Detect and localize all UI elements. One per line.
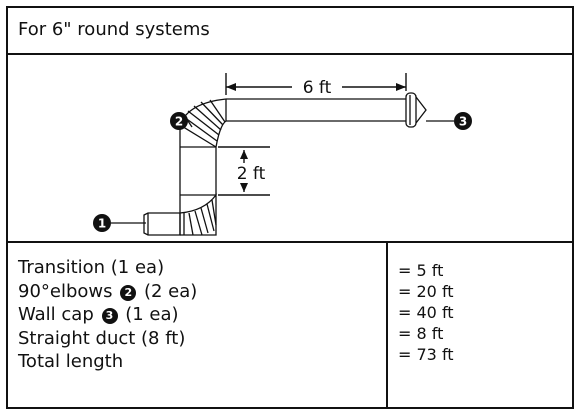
horizontal-dimension-label: 6 ft [303, 78, 332, 98]
component-row: Transition (1 ea) [18, 257, 165, 278]
component-row: Straight duct (8 ft) [18, 327, 186, 349]
title-row: For 6" round systems [8, 8, 572, 55]
table-title: For 6" round systems [18, 19, 210, 40]
component-row: Wall cap 3 (1 ea) [18, 304, 179, 325]
callout-1: 1 [93, 214, 111, 232]
horizontal-dimension [225, 73, 407, 95]
component-row: 90°elbows 2 (2 ea) [18, 280, 198, 302]
callout-3: 3 [454, 112, 472, 130]
vertical-dimension-label: 2 ft [237, 164, 266, 184]
total-value-cell: = 73 ft [398, 345, 454, 364]
components-table: Transition (1 ea) 90°elbows 2 (2 ea) Wal… [8, 243, 572, 409]
duct-diagram-panel: 6 ft 2 ft 1 [8, 55, 572, 243]
svg-text:2: 2 [175, 115, 183, 129]
callout-badge: 3 [101, 308, 118, 324]
component-column: Transition (1 ea) 90°elbows 2 (2 ea) Wal… [8, 243, 388, 409]
vertical-dimension [218, 146, 270, 196]
callout-badge: 2 [120, 284, 137, 301]
upper-elbow [179, 98, 227, 148]
value-cell: = 40 ft [398, 303, 454, 322]
wall-cap [405, 92, 427, 128]
transition-piece [143, 212, 181, 236]
svg-text:3: 3 [459, 115, 467, 129]
total-row: Total length [18, 351, 124, 372]
vent-length-table: For 6" round systems [6, 6, 574, 409]
value-list: = 5 ft = 20 ft = 40 ft = 8 ft = 73 ft [398, 260, 454, 365]
svg-text:1: 1 [98, 217, 106, 231]
vertical-duct [179, 125, 217, 213]
horizontal-duct [225, 98, 406, 122]
duct-diagram: 6 ft 2 ft 1 [93, 73, 472, 236]
value-cell: = 8 ft [398, 324, 444, 343]
callout-leaders [111, 120, 454, 224]
lower-elbow [179, 193, 217, 236]
value-column: = 5 ft = 20 ft = 40 ft = 8 ft = 73 ft [388, 243, 572, 409]
component-list: Transition (1 ea) 90°elbows 2 (2 ea) Wal… [18, 256, 197, 374]
callout-2: 2 [170, 112, 188, 130]
value-cell: = 20 ft [398, 282, 454, 301]
value-cell: = 5 ft [398, 261, 444, 280]
